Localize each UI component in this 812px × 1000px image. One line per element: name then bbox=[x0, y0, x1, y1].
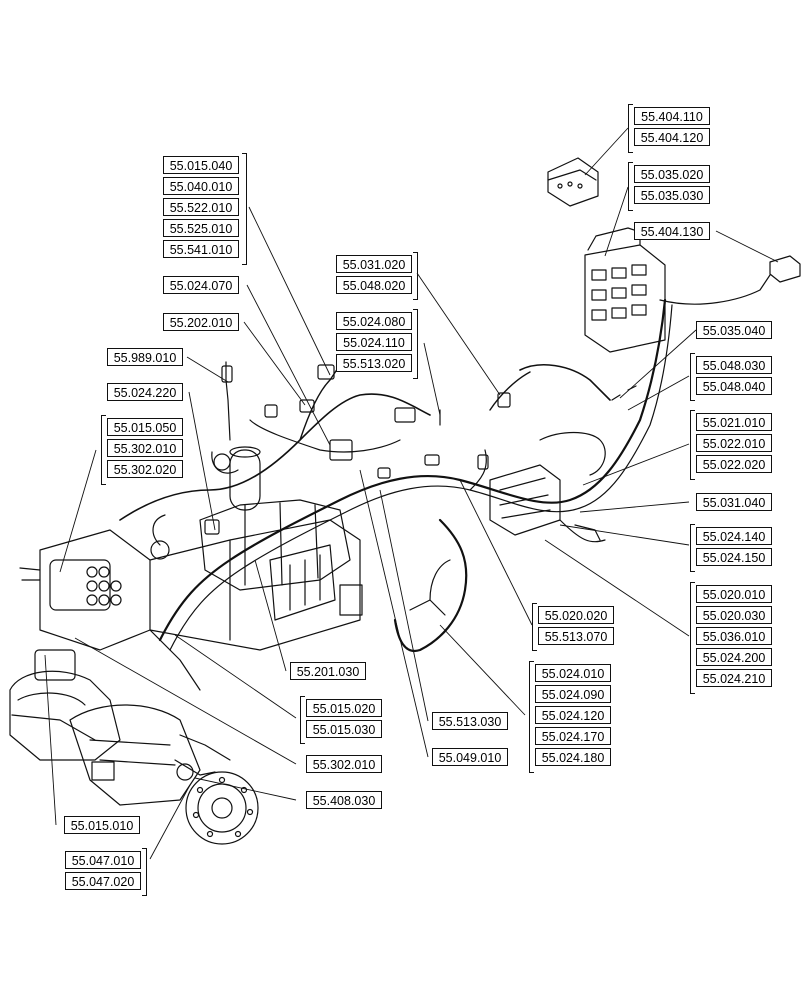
part-label: 55.020.020 bbox=[538, 606, 614, 624]
bracket bbox=[532, 603, 537, 651]
part-label: 55.040.010 bbox=[163, 177, 239, 195]
bracket bbox=[690, 582, 695, 694]
part-label: 55.024.150 bbox=[696, 548, 772, 566]
part-label: 55.024.110 bbox=[336, 333, 412, 351]
part-label: 55.031.020 bbox=[336, 255, 412, 273]
part-label: 55.541.010 bbox=[163, 240, 239, 258]
part-label: 55.022.010 bbox=[696, 434, 772, 452]
part-label: 55.031.040 bbox=[696, 493, 772, 511]
part-label: 55.408.030 bbox=[306, 791, 382, 809]
part-label: 55.015.020 bbox=[306, 699, 382, 717]
part-label: 55.024.140 bbox=[696, 527, 772, 545]
bracket bbox=[690, 410, 695, 480]
part-label: 55.035.030 bbox=[634, 186, 710, 204]
bracket bbox=[690, 353, 695, 401]
bracket bbox=[242, 153, 247, 265]
part-label: 55.404.110 bbox=[634, 107, 710, 125]
part-label: 55.024.080 bbox=[336, 312, 412, 330]
part-label: 55.302.020 bbox=[107, 460, 183, 478]
part-label: 55.404.120 bbox=[634, 128, 710, 146]
part-label: 55.015.010 bbox=[64, 816, 140, 834]
part-label: 55.513.030 bbox=[432, 712, 508, 730]
part-label: 55.020.010 bbox=[696, 585, 772, 603]
part-label: 55.024.210 bbox=[696, 669, 772, 687]
part-label: 55.024.090 bbox=[535, 685, 611, 703]
part-label: 55.048.020 bbox=[336, 276, 412, 294]
part-label: 55.024.180 bbox=[535, 748, 611, 766]
part-label: 55.024.170 bbox=[535, 727, 611, 745]
part-label: 55.020.030 bbox=[696, 606, 772, 624]
part-label: 55.015.030 bbox=[306, 720, 382, 738]
bracket bbox=[413, 252, 418, 300]
part-label: 55.024.070 bbox=[163, 276, 239, 294]
part-label: 55.048.040 bbox=[696, 377, 772, 395]
part-label: 55.201.030 bbox=[290, 662, 366, 680]
bracket bbox=[690, 524, 695, 572]
part-label: 55.036.010 bbox=[696, 627, 772, 645]
part-label: 55.015.050 bbox=[107, 418, 183, 436]
bracket bbox=[142, 848, 147, 896]
part-label: 55.047.020 bbox=[65, 872, 141, 890]
part-label: 55.021.010 bbox=[696, 413, 772, 431]
bracket bbox=[628, 162, 633, 211]
part-label: 55.525.010 bbox=[163, 219, 239, 237]
bracket bbox=[529, 661, 534, 773]
part-label: 55.513.020 bbox=[336, 354, 412, 372]
part-label: 55.989.010 bbox=[107, 348, 183, 366]
part-label: 55.015.040 bbox=[163, 156, 239, 174]
part-label: 55.404.130 bbox=[634, 222, 710, 240]
part-label: 55.035.040 bbox=[696, 321, 772, 339]
part-label: 55.024.220 bbox=[107, 383, 183, 401]
bracket bbox=[628, 104, 633, 153]
part-label: 55.302.010 bbox=[306, 755, 382, 773]
part-label: 55.522.010 bbox=[163, 198, 239, 216]
part-label: 55.513.070 bbox=[538, 627, 614, 645]
part-label: 55.202.010 bbox=[163, 313, 239, 331]
bracket bbox=[101, 415, 106, 485]
part-label: 55.022.020 bbox=[696, 455, 772, 473]
part-label: 55.024.120 bbox=[535, 706, 611, 724]
bracket bbox=[300, 696, 305, 744]
part-label: 55.024.200 bbox=[696, 648, 772, 666]
part-label: 55.048.030 bbox=[696, 356, 772, 374]
part-label: 55.024.010 bbox=[535, 664, 611, 682]
part-label: 55.047.010 bbox=[65, 851, 141, 869]
part-label: 55.035.020 bbox=[634, 165, 710, 183]
part-label: 55.049.010 bbox=[432, 748, 508, 766]
part-label: 55.302.010 bbox=[107, 439, 183, 457]
bracket bbox=[413, 309, 418, 379]
